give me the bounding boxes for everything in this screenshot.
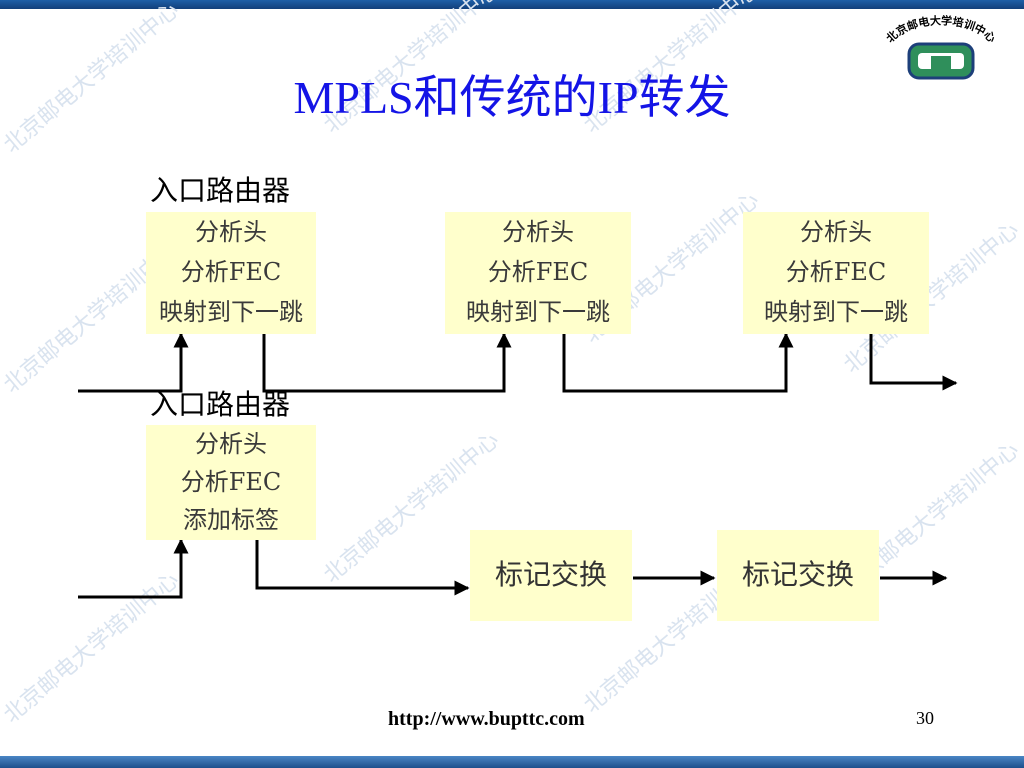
logo-icon: 北京邮电大学培训中心 [883, 13, 998, 80]
box-line: 分析头 [800, 218, 872, 246]
connector-arrow [78, 538, 189, 599]
connector-arrow [255, 540, 470, 596]
mpls-ingress-box: 分析头 分析FEC 添加标签 [146, 425, 316, 540]
box-line: 分析FEC [180, 258, 282, 286]
box-line: 映射到下一跳 [159, 298, 303, 326]
ip-router-box-1: 分析头 分析FEC 映射到下一跳 [146, 212, 316, 334]
ingress-router-label: 入口路由器 [150, 174, 291, 207]
box-line: 分析头 [195, 430, 267, 458]
box-line: 分析FEC [487, 258, 589, 286]
box-line: 标记交换 [494, 558, 607, 591]
box-line: 分析FEC [785, 258, 887, 286]
page-number: 30 [916, 708, 934, 728]
box-line: 添加标签 [183, 506, 279, 534]
top-band [0, 0, 1024, 9]
connector-arrow [869, 334, 958, 391]
bottom-band [0, 756, 1024, 768]
box-line: 映射到下一跳 [466, 298, 610, 326]
label-swap-box-1: 标记交换 [470, 530, 632, 621]
ip-router-box-2: 分析头 分析FEC 映射到下一跳 [445, 212, 631, 334]
box-line: 映射到下一跳 [764, 298, 908, 326]
ingress-router-label: 入口路由器 [150, 388, 291, 421]
connector-arrow [78, 332, 189, 393]
label-swap-box-2: 标记交换 [717, 530, 879, 621]
box-line: 分析头 [502, 218, 574, 246]
box-line: 标记交换 [741, 558, 854, 591]
footer-url-link[interactable]: http://www.bupttc.com [388, 708, 585, 730]
ip-router-box-3: 分析头 分析FEC 映射到下一跳 [743, 212, 929, 334]
box-line: 分析FEC [180, 468, 282, 496]
connector-arrow [262, 332, 512, 393]
box-line: 分析头 [195, 218, 267, 246]
page-title: MPLS和传统的IP转发 [293, 72, 731, 123]
connector-arrow [562, 332, 794, 393]
